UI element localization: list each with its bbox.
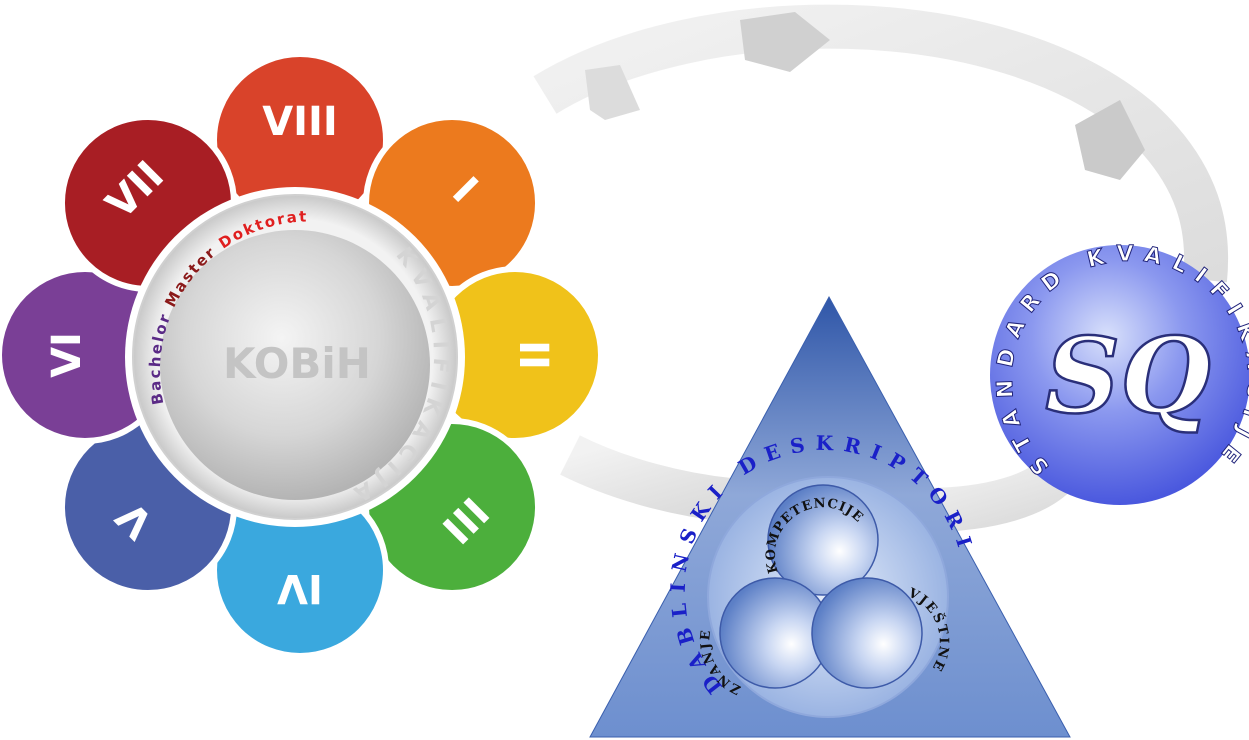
badge-initials: SQ <box>1045 314 1211 437</box>
petal-level-VIII: VIII <box>211 51 389 229</box>
kobih-hub: KOBiH Bachelor Master Doktorat KVALIFIKA… <box>125 187 465 527</box>
petal-label-II: II <box>510 340 556 370</box>
petal-label-IV: IV <box>277 565 323 611</box>
loop-arrow-chevron <box>585 65 640 120</box>
petal-level-IV: IV <box>211 481 389 659</box>
kompetencije-circle <box>767 484 879 596</box>
petal-label-VI: VI <box>44 332 90 378</box>
connecting-loop <box>533 4 1229 532</box>
petal-label-VIII: VIII <box>262 99 338 145</box>
loop-arrow-chevron <box>740 12 830 72</box>
loop-arrow-chevron <box>1075 100 1145 180</box>
vjestine-circle <box>811 577 923 689</box>
dublin-descriptors-triangle: DABLINSKI DESKRIPTORI KOMPETENCIJE ZNANJ… <box>589 295 1071 738</box>
hub-title: KOBiH <box>223 339 371 388</box>
standard-kvalifikacije-badge: SQ STANDARD KVALIFIKACIJE <box>990 241 1249 505</box>
